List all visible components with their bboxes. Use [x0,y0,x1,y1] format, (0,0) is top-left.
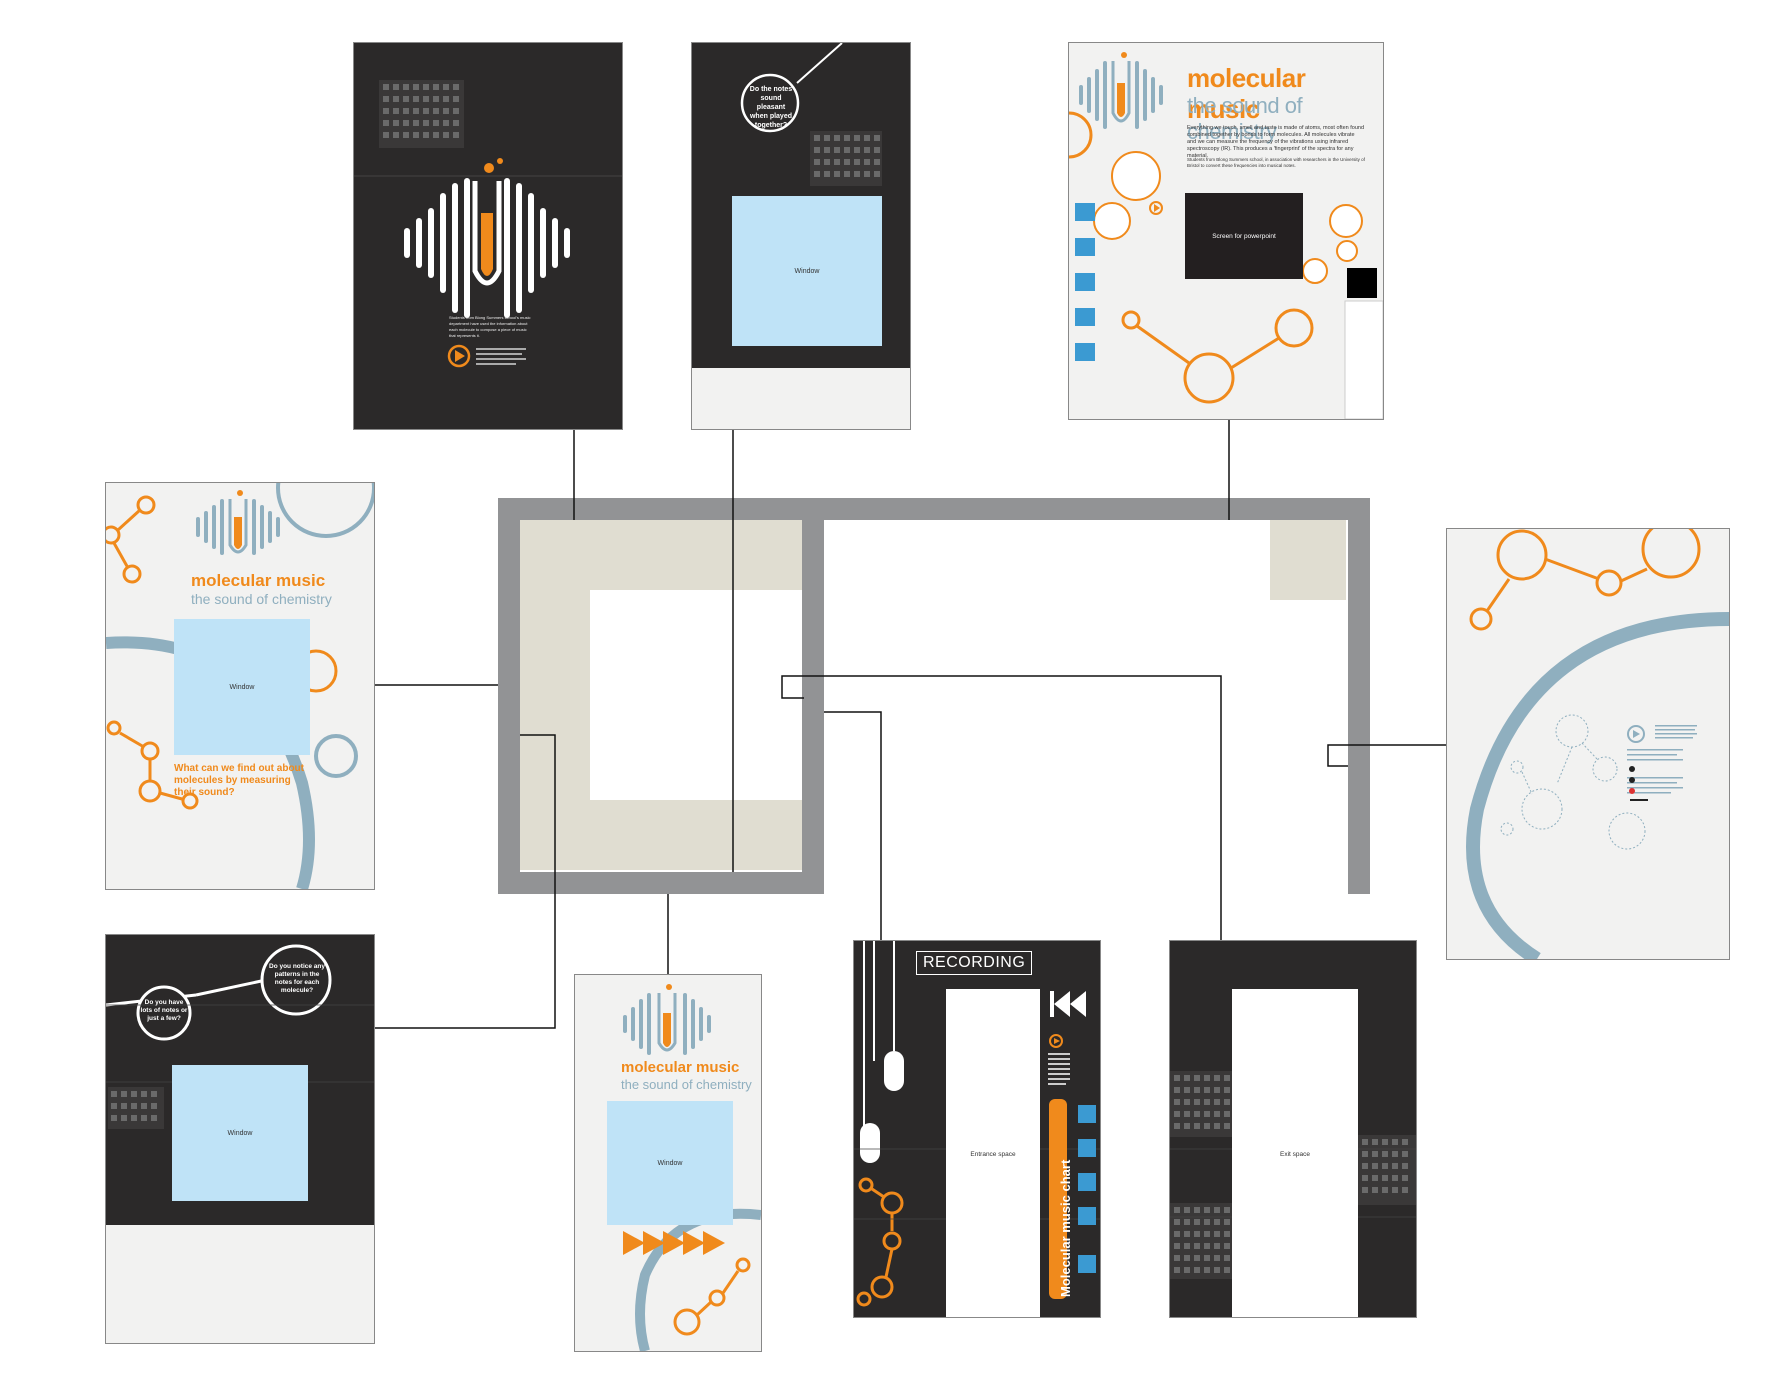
play-icon [447,344,471,368]
sound-wave-logo-icon [196,490,280,555]
sound-wave-logo-icon [404,158,570,318]
logo-subtitle: the sound of chemistry [621,1077,752,1092]
panel-light-fastforward: molecular music the sound of chemistry W… [574,974,762,1352]
panel-recording-entrance: RECORDING Entrance space Molecular music… [853,940,1101,1318]
play-icon [1149,201,1163,215]
wall-right [1348,498,1370,894]
logo-title: molecular music [621,1059,740,1076]
panel-dark-window-bottom: Do you have lots of notes or just a few?… [105,934,375,1344]
acoustic-foam-icon [1170,1071,1232,1137]
wall-left [498,498,520,894]
window-box: Window [172,1065,308,1201]
chart-label: Molecular music chart [1058,1159,1073,1297]
molecule-diagram-icon [1500,714,1646,850]
black-block [1347,268,1377,298]
acoustic-foam-icon [810,131,882,186]
molecule-swatch-list [1075,203,1095,361]
play-icon [1049,1034,1063,1048]
svg-text:each molecule to compose a pie: each molecule to compose a piece of musi… [449,327,527,332]
acoustic-foam-icon [108,1087,164,1129]
window-box: Window [732,196,882,346]
molecule-decoration-icon [856,1177,904,1307]
headphone-icon [884,1051,904,1091]
logo-subtitle: the sound of chemistry [1187,93,1303,144]
panel-dark-logo: Students from Blong Summers school's mus… [353,42,623,430]
connector-lines [375,420,1446,1029]
panel-light-info: molecular music the sound of chemistry E… [1068,42,1384,420]
logo-title: molecular music [191,571,326,590]
wall-bottom-left [498,872,824,894]
molecule-decoration-icon [673,1257,751,1336]
acoustic-foam-icon [1170,1203,1232,1279]
wall-middle [802,498,824,894]
sound-wave-logo-icon [623,984,711,1055]
panel1-caption: Students from Blong Summers school's mus… [449,315,530,320]
wall-top [498,498,1370,520]
question-pleasant: Do the notes sound pleasant when played … [749,86,793,129]
window-box: Window [174,619,310,755]
rewind-icon [1050,991,1086,1017]
panel-exit: Exit space [1169,940,1417,1318]
logo-subtitle: the sound of chemistry [191,591,332,607]
exit-box: Exit space [1232,989,1358,1317]
panel-light-circle [1446,528,1730,960]
right-corner-floor [1270,520,1346,600]
fast-forward-icon [623,1231,725,1255]
logo-title: molecular music [1187,63,1306,124]
svg-text:that represents it.: that represents it. [449,333,480,338]
students-text: Students from Blong Summers school, in a… [1187,157,1365,168]
screen-box: Screen for powerpoint [1185,193,1303,279]
panel-dark-window-top: Do the notes sound pleasant when played … [691,42,911,430]
intro-text: Everything we touch, smell and taste is … [1187,125,1365,159]
play-icon [1627,725,1645,743]
molecule-decoration-icon [1069,111,1314,404]
question-measure: What can we find out about molecules by … [174,763,304,798]
molecule-decoration-icon [1469,529,1701,631]
recording-sign: RECORDING [916,951,1033,975]
panel-light-question: molecular music the sound of chemistry W… [105,482,375,890]
inner-white-room [590,590,808,800]
question-patterns: Do you notice any patterns in the notes … [269,963,325,994]
panel-dark-logo-art: Students from Blong Summers school's mus… [354,80,622,368]
chart-label-bar [1049,1099,1067,1299]
question-lots: Do you have lots of notes or just a few? [140,999,188,1022]
sound-wave-logo-icon [1079,52,1163,129]
svg-text:department have used the infor: department have used the information abo… [449,321,528,326]
entrance-box: Entrance space [946,989,1040,1317]
molecule-swatch-list [1078,1105,1096,1273]
acoustic-foam-icon [379,80,464,148]
acoustic-foam-icon [1358,1135,1416,1205]
window-box: Window [607,1101,733,1225]
headphone-icon [860,1123,880,1163]
